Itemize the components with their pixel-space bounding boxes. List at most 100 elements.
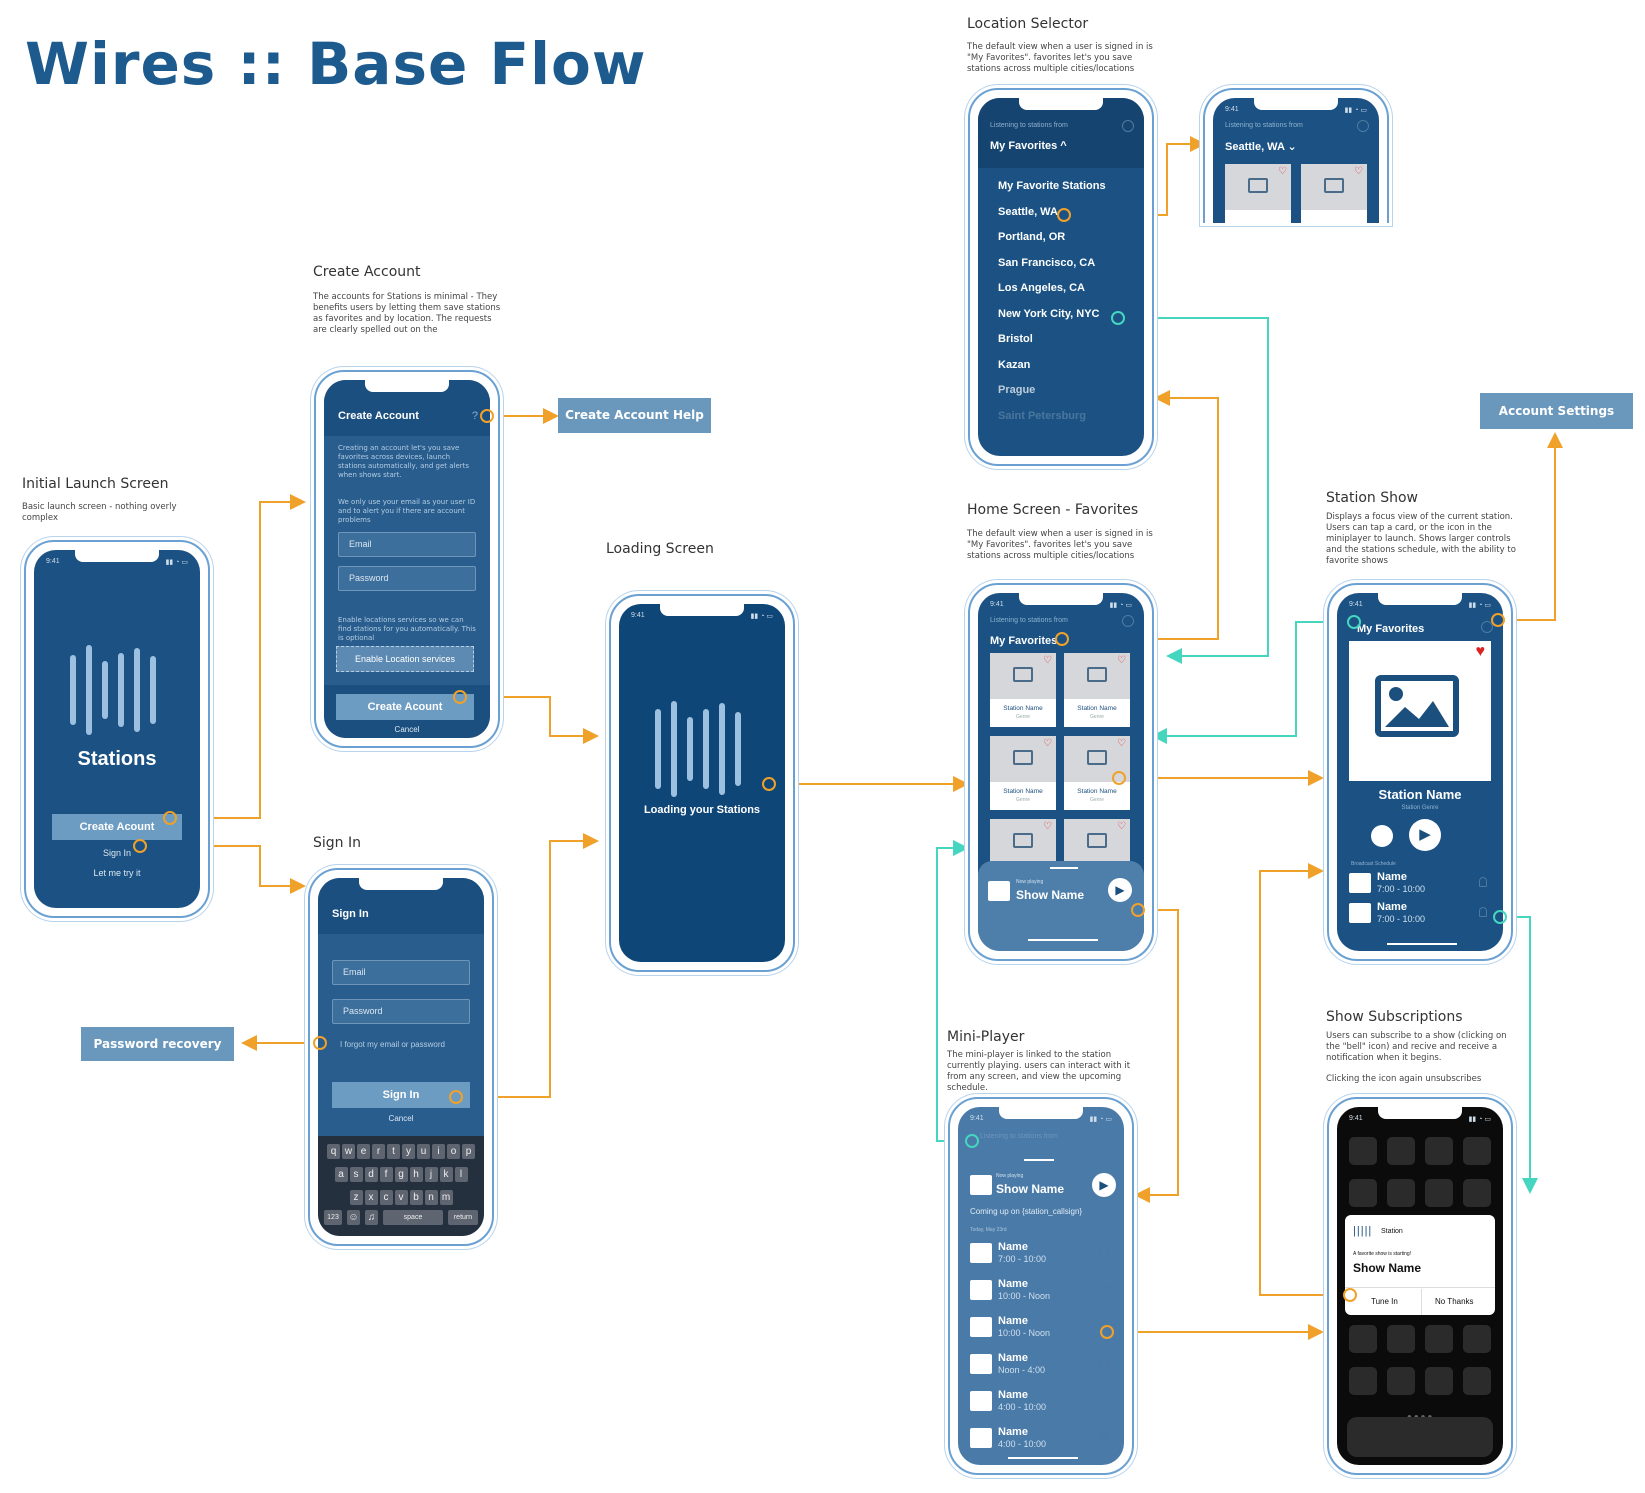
app-icon[interactable] bbox=[1349, 1179, 1377, 1207]
key-q[interactable]: q bbox=[327, 1144, 340, 1159]
key-h[interactable]: h bbox=[409, 1167, 423, 1182]
app-icon[interactable] bbox=[1387, 1179, 1415, 1207]
back-to-favorites[interactable]: My Favorites bbox=[1357, 623, 1425, 635]
key-a[interactable]: a bbox=[334, 1167, 348, 1182]
heart-icon[interactable]: ♡ bbox=[1043, 738, 1052, 749]
key-s[interactable]: s bbox=[349, 1167, 363, 1182]
key-w[interactable]: w bbox=[342, 1144, 355, 1159]
key-r[interactable]: r bbox=[372, 1144, 385, 1159]
email-field[interactable]: Email bbox=[338, 532, 476, 557]
key-y[interactable]: y bbox=[402, 1144, 415, 1159]
create-submit-button[interactable]: Create Acount bbox=[336, 694, 474, 720]
app-icon[interactable] bbox=[1463, 1179, 1491, 1207]
signin-password-field[interactable]: Password bbox=[332, 999, 470, 1024]
emoji-key[interactable]: ☺ bbox=[347, 1210, 360, 1225]
bell-icon[interactable] bbox=[1100, 1432, 1108, 1442]
app-icon[interactable] bbox=[1425, 1179, 1453, 1207]
tune-in-button[interactable]: Tune In bbox=[1371, 1297, 1398, 1306]
forgot-password-link[interactable]: I forgot my email or password bbox=[340, 1040, 445, 1049]
key-123[interactable]: 123 bbox=[324, 1210, 342, 1225]
no-thanks-button[interactable]: No Thanks bbox=[1435, 1297, 1474, 1306]
location-item[interactable]: San Francisco, CA bbox=[998, 256, 1096, 269]
app-icon[interactable] bbox=[1425, 1367, 1453, 1395]
location-item[interactable]: Prague bbox=[998, 384, 1036, 396]
drag-handle[interactable] bbox=[1024, 1159, 1054, 1161]
play-icon[interactable]: ▶ bbox=[1092, 1173, 1116, 1197]
location-item[interactable]: Kazan bbox=[998, 358, 1031, 371]
signin-email-field[interactable]: Email bbox=[332, 960, 470, 985]
bell-icon[interactable] bbox=[1100, 1284, 1108, 1294]
app-icon[interactable] bbox=[1349, 1325, 1377, 1353]
key-d[interactable]: d bbox=[364, 1167, 378, 1182]
location-dropdown[interactable]: My Favorites ^ bbox=[990, 140, 1067, 152]
key-e[interactable]: e bbox=[357, 1144, 370, 1159]
key-l[interactable]: l bbox=[454, 1167, 468, 1182]
location-item[interactable]: Saint Petersburg bbox=[998, 409, 1087, 422]
location-item[interactable]: New York City, NYC bbox=[998, 307, 1100, 320]
key-c[interactable]: c bbox=[379, 1190, 393, 1205]
key-p[interactable]: p bbox=[462, 1144, 475, 1159]
key-u[interactable]: u bbox=[417, 1144, 430, 1159]
location-item[interactable]: Los Angeles, CA bbox=[998, 282, 1085, 294]
airplay-icon[interactable] bbox=[1371, 825, 1393, 847]
mic-key[interactable]: ♫ bbox=[365, 1210, 378, 1225]
app-icon[interactable] bbox=[1349, 1367, 1377, 1395]
key-i[interactable]: i bbox=[432, 1144, 445, 1159]
account-settings-box[interactable]: Account Settings bbox=[1480, 393, 1633, 429]
station-card[interactable]: ♡ bbox=[1301, 164, 1367, 223]
app-icon[interactable] bbox=[1349, 1137, 1377, 1165]
app-icon[interactable] bbox=[1463, 1325, 1491, 1353]
bell-icon[interactable] bbox=[1100, 1247, 1108, 1257]
location-item[interactable]: Bristol bbox=[998, 333, 1033, 345]
key-f[interactable]: f bbox=[379, 1167, 393, 1182]
try-link[interactable]: Let me try it bbox=[93, 868, 141, 878]
heart-icon[interactable]: ♡ bbox=[1117, 821, 1126, 832]
play-icon[interactable]: ▶ bbox=[1409, 819, 1441, 851]
heart-icon[interactable]: ♡ bbox=[1117, 655, 1126, 666]
space-key[interactable]: space bbox=[383, 1210, 443, 1225]
settings-icon[interactable] bbox=[1481, 621, 1493, 633]
password-recovery-box[interactable]: Password recovery flow bbox=[81, 1027, 234, 1085]
key-n[interactable]: n bbox=[424, 1190, 438, 1205]
app-icon[interactable] bbox=[1425, 1325, 1453, 1353]
key-j[interactable]: j bbox=[424, 1167, 438, 1182]
key-o[interactable]: o bbox=[447, 1144, 460, 1159]
location-item[interactable]: Seattle, WA bbox=[998, 205, 1058, 218]
create-cancel-link[interactable]: Cancel bbox=[394, 725, 420, 734]
app-icon[interactable] bbox=[1463, 1367, 1491, 1395]
app-icon[interactable] bbox=[1387, 1325, 1415, 1353]
app-icon[interactable] bbox=[1425, 1137, 1453, 1165]
key-t[interactable]: t bbox=[387, 1144, 400, 1159]
password-field[interactable]: Password bbox=[338, 566, 476, 591]
create-account-button[interactable]: Create Acount bbox=[52, 814, 182, 840]
signin-submit-button[interactable]: Sign In bbox=[332, 1082, 470, 1108]
heart-icon[interactable]: ♡ bbox=[1278, 166, 1287, 177]
heart-icon[interactable]: ♡ bbox=[1117, 738, 1126, 749]
bell-icon[interactable] bbox=[1479, 907, 1487, 917]
key-m[interactable]: m bbox=[439, 1190, 453, 1205]
bell-icon[interactable] bbox=[1479, 877, 1487, 887]
location-item[interactable]: Portland, OR bbox=[998, 231, 1066, 243]
key-k[interactable]: k bbox=[439, 1167, 453, 1182]
signin-cancel-link[interactable]: Cancel bbox=[388, 1114, 414, 1123]
key-z[interactable]: z bbox=[349, 1190, 363, 1205]
app-icon[interactable] bbox=[1387, 1137, 1415, 1165]
settings-icon[interactable] bbox=[1122, 120, 1134, 132]
drag-handle[interactable] bbox=[1050, 867, 1078, 869]
station-image-icon[interactable] bbox=[970, 1175, 992, 1195]
key-b[interactable]: b bbox=[409, 1190, 423, 1205]
mini-player[interactable]: Now playing Show Name ▶ bbox=[978, 861, 1144, 951]
favorite-heart-icon[interactable]: ♥ bbox=[1475, 643, 1486, 660]
bell-icon[interactable] bbox=[1100, 1358, 1108, 1368]
heart-icon[interactable]: ♡ bbox=[1354, 166, 1363, 177]
station-card[interactable]: ♡ bbox=[1225, 164, 1291, 223]
